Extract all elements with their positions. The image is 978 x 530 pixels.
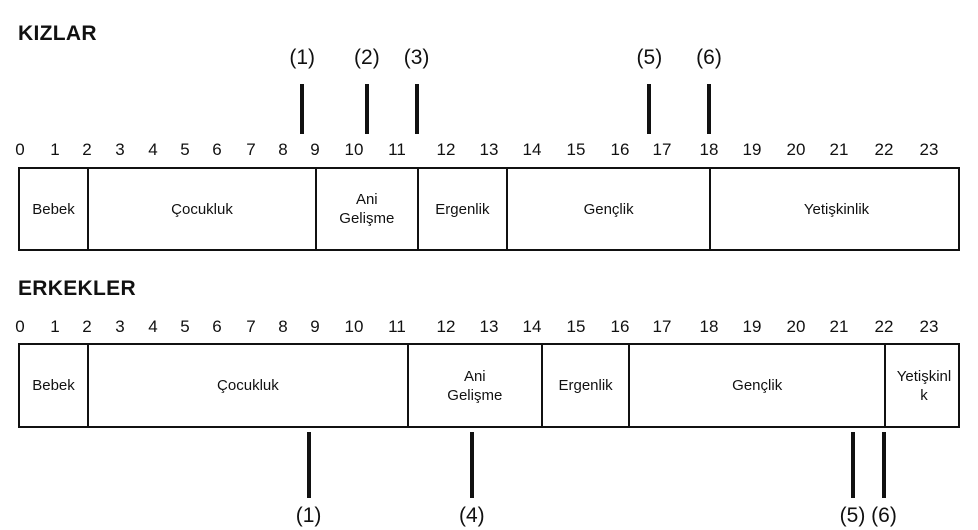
girls-marker-label: (6) (696, 46, 722, 69)
boys-stage-segment: Bebek (20, 345, 89, 426)
boys-marker-label: (6) (871, 504, 897, 527)
girls-stage-segment: Yetişkinlik (711, 169, 962, 249)
boys-age-tick: 16 (610, 317, 630, 336)
boys-age-tick: 13 (479, 317, 499, 336)
boys-stage-segment: Gençlik (630, 345, 886, 426)
boys-stage-segment: Çocukluk (89, 345, 409, 426)
boys-age-tick: 22 (874, 317, 894, 336)
boys-age-tick: 3 (115, 317, 125, 336)
boys-marker-label: (5) (839, 504, 866, 527)
girls-age-tick: 3 (115, 140, 125, 159)
boys-age-tick: 21 (829, 317, 849, 336)
girls-stage-label: Yetişkinlik (803, 200, 870, 218)
boys-age-tick: 10 (344, 317, 364, 336)
girls-stage-segment: Ani Gelişme (317, 169, 419, 249)
girls-age-tick: 13 (479, 140, 499, 159)
girls-age-tick: 14 (522, 140, 542, 159)
boys-title: ERKEKLER (18, 277, 136, 300)
boys-age-tick: 19 (742, 317, 762, 336)
boys-age-tick: 17 (652, 317, 672, 336)
boys-age-tick: 4 (148, 317, 158, 336)
boys-marker-label: (4) (458, 504, 485, 527)
girls-marker-line (414, 84, 419, 134)
boys-stage-label: Ergenlik (558, 377, 613, 394)
girls-age-tick: 22 (874, 140, 894, 159)
boys-marker-line (882, 432, 886, 498)
girls-age-tick: 6 (212, 140, 222, 159)
girls-stage-label: Çocukluk (171, 200, 233, 218)
girls-marker-line (364, 84, 369, 134)
girls-age-tick: 23 (919, 140, 939, 159)
girls-marker-label: (2) (354, 46, 380, 69)
boys-stage-label: Çocukluk (217, 377, 279, 394)
girls-age-tick: 9 (310, 140, 320, 159)
girls-age-tick: 21 (829, 140, 849, 159)
girls-stage-label: Ergenlik (435, 200, 490, 218)
girls-title: KIZLAR (18, 22, 97, 45)
girls-marker-label: (5) (636, 46, 663, 69)
boys-age-tick: 7 (246, 317, 256, 336)
boys-stage-label: Yetişkinl k (896, 367, 952, 404)
girls-age-tick: 0 (15, 140, 25, 159)
girls-age-tick: 12 (436, 140, 456, 159)
girls-age-tick: 20 (786, 140, 806, 159)
girls-marker-label: (3) (403, 46, 430, 69)
girls-age-tick: 1 (50, 140, 60, 159)
girls-stage-segment: Ergenlik (419, 169, 509, 249)
girls-age-tick: 16 (610, 140, 630, 159)
girls-marker-line (300, 84, 305, 134)
girls-marker-line (647, 84, 652, 134)
boys-age-tick: 9 (310, 317, 320, 336)
girls-age-tick: 7 (246, 140, 256, 159)
girls-age-tick: 15 (566, 140, 586, 159)
boys-age-tick: 1 (50, 317, 60, 336)
boys-age-tick: 6 (212, 317, 222, 336)
boys-marker-label: (1) (295, 504, 322, 527)
girls-stage-segment: Çocukluk (89, 169, 317, 249)
boys-marker-line (850, 432, 855, 498)
boys-stage-label: Gençlik (732, 377, 783, 394)
boys-stage-segment: Yetişkinl k (886, 345, 962, 426)
boys-age-tick: 2 (82, 317, 92, 336)
girls-age-tick: 2 (82, 140, 92, 159)
girls-age-tick: 4 (148, 140, 158, 159)
boys-stage-segment: Ani Gelişme (409, 345, 543, 426)
boys-age-tick: 12 (436, 317, 456, 336)
girls-age-tick: 18 (699, 140, 719, 159)
girls-marker-label: (1) (289, 46, 316, 69)
boys-stage-label: Ani Gelişme (447, 367, 503, 404)
girls-marker-line (707, 84, 711, 134)
boys-age-tick: 18 (699, 317, 719, 336)
boys-age-tick: 23 (919, 317, 939, 336)
boys-marker-line (469, 432, 474, 498)
boys-marker-line (306, 432, 311, 498)
boys-stage-bar: Bebek Çocukluk Ani Gelişme Ergenlik Gençlik Y… (18, 343, 960, 428)
girls-age-tick: 11 (388, 140, 406, 159)
boys-age-tick: 14 (522, 317, 542, 336)
boys-age-tick: 5 (180, 317, 190, 336)
girls-age-tick: 10 (344, 140, 364, 159)
girls-stage-label: Ani Gelişme (339, 191, 395, 227)
boys-age-tick: 15 (566, 317, 586, 336)
girls-stage-label: Bebek (32, 200, 75, 218)
girls-age-tick: 8 (278, 140, 288, 159)
boys-age-tick: 11 (388, 317, 406, 336)
girls-stage-segment: Bebek (20, 169, 89, 249)
boys-age-tick: 20 (786, 317, 806, 336)
girls-stage-label: Gençlik (583, 200, 634, 218)
girls-stage-segment: Gençlik (508, 169, 711, 249)
girls-age-tick: 19 (742, 140, 762, 159)
boys-stage-segment: Ergenlik (543, 345, 631, 426)
girls-stage-bar: Bebek Çocukluk Ani Gelişme Ergenlik Gençlik Y… (18, 167, 960, 251)
boys-stage-label: Bebek (32, 377, 75, 394)
girls-age-tick: 17 (652, 140, 672, 159)
girls-age-tick: 5 (180, 140, 190, 159)
boys-age-tick: 8 (278, 317, 288, 336)
boys-age-tick: 0 (15, 317, 25, 336)
